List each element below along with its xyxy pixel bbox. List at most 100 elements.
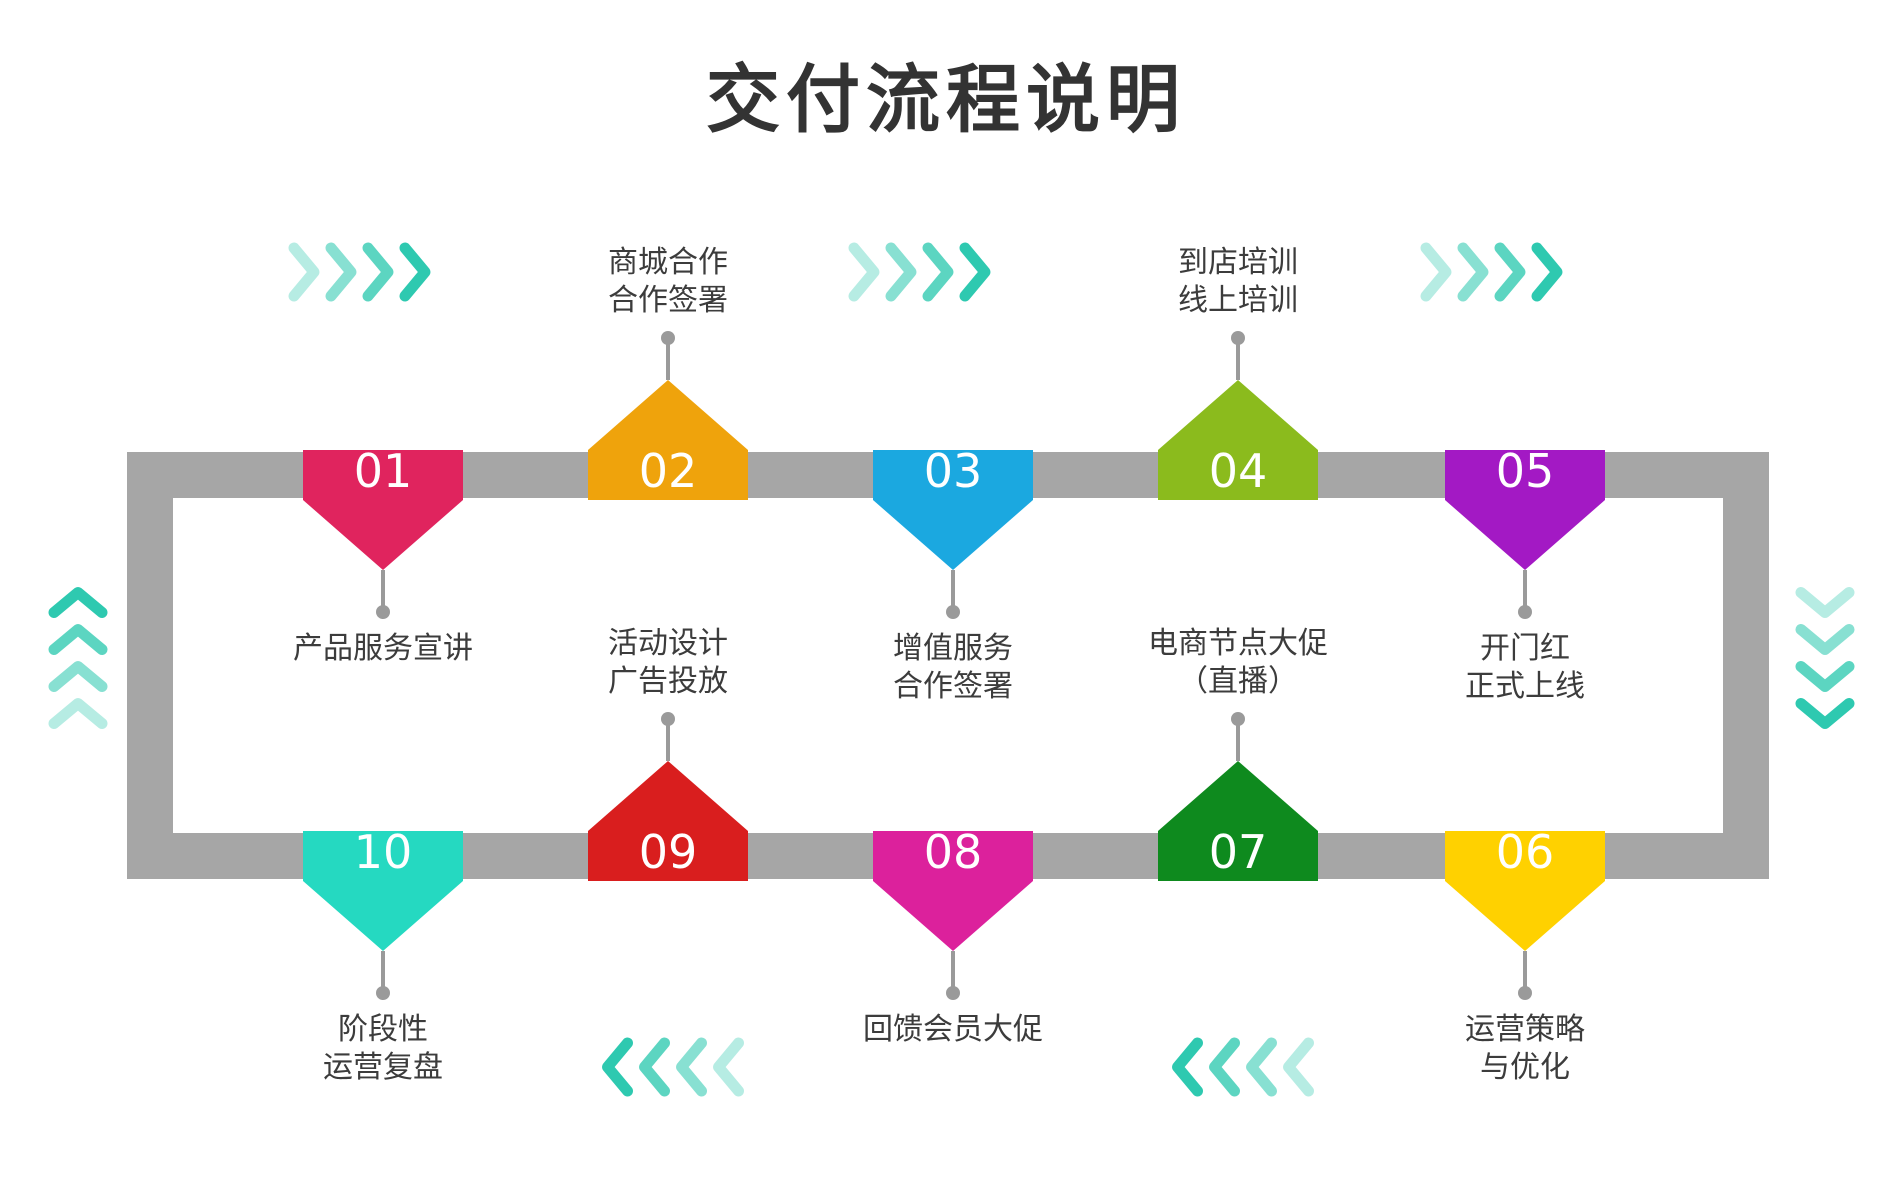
step-marker-shape: [303, 831, 463, 951]
chevron-icon: [48, 698, 108, 729]
step-number: 09: [639, 825, 698, 879]
step-number: 04: [1209, 444, 1268, 498]
chevron-icon: [48, 624, 108, 655]
step-marker-shape: [1158, 761, 1318, 881]
chevron-icon: [1531, 242, 1563, 302]
chevron-icon: [713, 1037, 744, 1097]
chevron-icon: [1795, 661, 1855, 692]
chevrons-right-side: [1795, 587, 1855, 729]
chevrons-bottom-1: [602, 1037, 744, 1097]
step-label-line: 回馈会员大促: [863, 1012, 1043, 1047]
step-label-line: 正式上线: [1465, 669, 1585, 704]
chevron-icon: [885, 242, 917, 302]
connector-dot-05: [1518, 605, 1532, 619]
step-number: 07: [1209, 825, 1268, 879]
step-marker-shape: [1445, 831, 1605, 951]
step-marker-09: 09: [588, 761, 748, 881]
step-label-03: 增值服务合作签署: [823, 630, 1083, 706]
step-label-06: 运营策略与优化: [1395, 1011, 1655, 1087]
step-label-line: 产品服务宣讲: [293, 631, 473, 666]
chevron-icon: [1172, 1037, 1203, 1097]
step-label-01: 产品服务宣讲: [253, 630, 513, 668]
step-label-line: （直播）: [1178, 664, 1298, 699]
chevron-icon: [848, 242, 880, 302]
connector-dot-10: [376, 986, 390, 1000]
chevron-icon: [1420, 242, 1452, 302]
step-label-10: 阶段性运营复盘: [253, 1011, 513, 1087]
step-number: 02: [639, 444, 698, 498]
step-markers: 01 02 03 04 05 06 07 08 09 10: [303, 380, 1605, 951]
chevron-icon: [1283, 1037, 1314, 1097]
step-marker-08: 08: [873, 825, 1033, 951]
chevron-icon: [1795, 587, 1855, 618]
step-marker-shape: [588, 761, 748, 881]
chevrons-top-2: [848, 242, 991, 302]
chevron-icon: [325, 242, 357, 302]
chevron-icon: [1795, 698, 1855, 729]
chevron-icon: [1494, 242, 1526, 302]
step-number: 08: [924, 825, 983, 879]
connector-dot-08: [946, 986, 960, 1000]
chevron-icon: [639, 1037, 670, 1097]
step-label-line: 与优化: [1480, 1050, 1570, 1085]
step-label-05: 开门红正式上线: [1395, 630, 1655, 706]
chevrons-bottom-2: [1172, 1037, 1314, 1097]
step-marker-03: 03: [873, 444, 1033, 570]
step-number: 06: [1496, 825, 1555, 879]
step-label-line: 运营策略: [1465, 1012, 1585, 1047]
step-label-line: 阶段性: [338, 1012, 428, 1047]
chevron-icon: [1457, 242, 1489, 302]
step-label-line: 合作签署: [608, 283, 728, 318]
step-number: 01: [354, 444, 413, 498]
step-label-04: 到店培训线上培训: [1108, 244, 1368, 320]
chevron-icon: [399, 242, 431, 302]
step-marker-shape: [1158, 380, 1318, 500]
step-marker-shape: [1445, 450, 1605, 570]
step-label-line: 广告投放: [608, 664, 728, 699]
chevron-icon: [288, 242, 320, 302]
chevrons-top-3: [1420, 242, 1563, 302]
step-marker-shape: [873, 831, 1033, 951]
step-label-08: 回馈会员大促: [823, 1011, 1083, 1049]
connector-dot-01: [376, 605, 390, 619]
step-number: 10: [354, 825, 413, 879]
step-marker-05: 05: [1445, 444, 1605, 570]
step-number: 05: [1496, 444, 1555, 498]
connector-dot-09: [661, 712, 675, 726]
step-label-line: 合作签署: [893, 669, 1013, 704]
step-marker-shape: [303, 450, 463, 570]
direction-chevrons: [48, 242, 1855, 1097]
step-label-line: 开门红: [1480, 631, 1570, 666]
step-marker-10: 10: [303, 825, 463, 951]
connector-dot-03: [946, 605, 960, 619]
step-label-09: 活动设计广告投放: [538, 625, 798, 701]
step-label-07: 电商节点大促（直播）: [1108, 625, 1368, 701]
chevron-icon: [1209, 1037, 1240, 1097]
chevron-icon: [959, 242, 991, 302]
connector-lines: [376, 331, 1532, 1000]
chevron-icon: [602, 1037, 633, 1097]
step-marker-02: 02: [588, 380, 748, 500]
step-label-line: 增值服务: [893, 631, 1013, 666]
page-title: 交付流程说明: [706, 57, 1186, 143]
step-number: 03: [924, 444, 983, 498]
step-label-02: 商城合作合作签署: [538, 244, 798, 320]
step-marker-06: 06: [1445, 825, 1605, 951]
step-label-line: 运营复盘: [323, 1050, 443, 1085]
step-label-line: 线上培训: [1178, 283, 1298, 318]
step-marker-07: 07: [1158, 761, 1318, 881]
chevrons-top-1: [288, 242, 431, 302]
connector-dot-07: [1231, 712, 1245, 726]
step-marker-shape: [588, 380, 748, 500]
chevron-icon: [362, 242, 394, 302]
step-label-line: 到店培训: [1178, 245, 1298, 280]
chevron-icon: [922, 242, 954, 302]
chevron-icon: [48, 587, 108, 618]
step-marker-shape: [873, 450, 1033, 570]
chevron-icon: [1795, 624, 1855, 655]
step-marker-04: 04: [1158, 380, 1318, 500]
connector-dot-04: [1231, 331, 1245, 345]
chevron-icon: [676, 1037, 707, 1097]
